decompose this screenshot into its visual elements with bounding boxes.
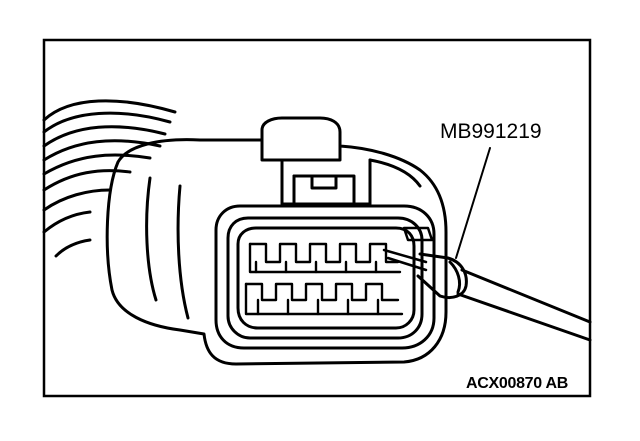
leader-line bbox=[455, 147, 491, 259]
tool-label: MB991219 bbox=[440, 120, 542, 143]
figure-id: ACX00870 AB bbox=[466, 375, 568, 393]
connector-housing bbox=[105, 116, 448, 366]
connector-face bbox=[214, 204, 436, 350]
terminal-cavities bbox=[244, 242, 404, 316]
probe-tool bbox=[382, 226, 592, 342]
wire-harness bbox=[42, 99, 177, 258]
figure-id-suffix: AB bbox=[545, 375, 568, 392]
figure-id-code: ACX00870 bbox=[466, 375, 542, 392]
